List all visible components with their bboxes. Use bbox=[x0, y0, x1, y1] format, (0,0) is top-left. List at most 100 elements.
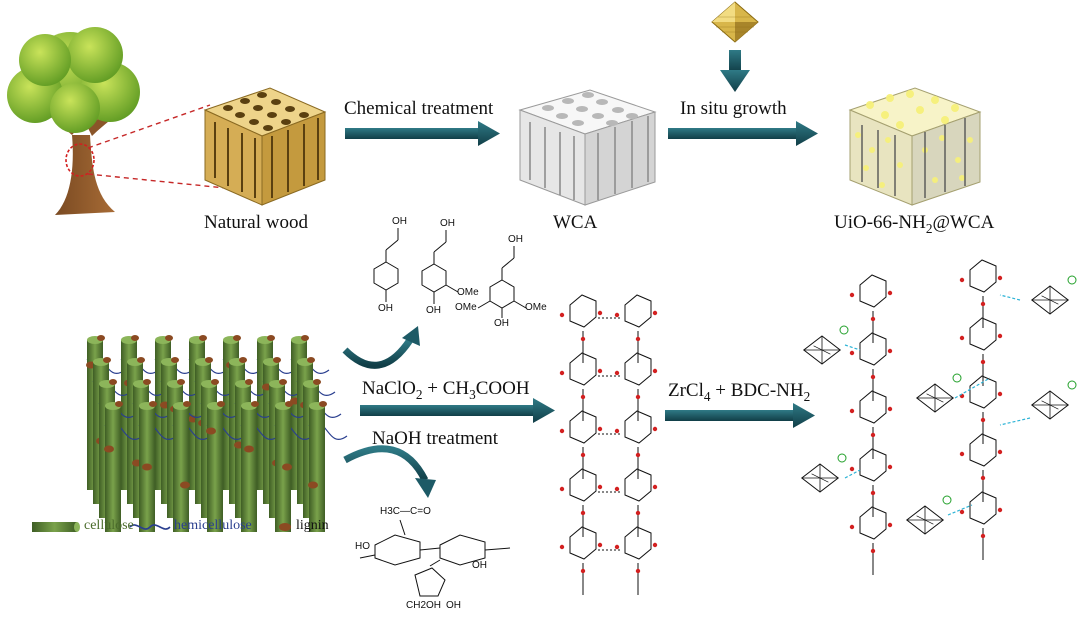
hydroxyl-o bbox=[559, 370, 565, 376]
label-natural-wood: Natural wood bbox=[204, 212, 308, 233]
lignin-particle bbox=[279, 379, 287, 385]
hydroxyl-o bbox=[887, 522, 893, 528]
ether-o bbox=[980, 475, 986, 481]
glucose-ring bbox=[569, 526, 597, 560]
lignin-particle bbox=[211, 379, 219, 385]
cellulose-rod bbox=[173, 406, 189, 532]
lignin-particle bbox=[206, 427, 216, 435]
hydroxyl-o bbox=[997, 507, 1003, 513]
hydroxyl-o bbox=[849, 350, 855, 356]
cluster-edge bbox=[926, 393, 944, 403]
natural-wood-block bbox=[203, 87, 327, 206]
lignin-particle bbox=[104, 445, 114, 453]
glucose-ring bbox=[859, 506, 887, 540]
lignin-particle bbox=[109, 379, 117, 385]
ether-o bbox=[870, 548, 876, 554]
hydroxyl-o bbox=[559, 486, 565, 492]
lignin-particle bbox=[217, 401, 225, 407]
hydroxyl-o bbox=[849, 292, 855, 298]
lignin-particle bbox=[233, 335, 241, 341]
label-wca: WCA bbox=[553, 212, 598, 233]
amine-charge bbox=[952, 373, 962, 383]
lignin-particle bbox=[251, 401, 259, 407]
chem-ome-2: OMe bbox=[455, 302, 477, 313]
hydroxyl-o bbox=[597, 484, 603, 490]
hydroxyl-o bbox=[614, 370, 620, 376]
chem-oh-4: OH bbox=[378, 303, 393, 314]
lignin-particle bbox=[282, 463, 292, 471]
lignocellulose-bundle bbox=[86, 335, 348, 532]
glucose-ring bbox=[859, 390, 887, 424]
ether-o bbox=[635, 336, 641, 342]
glucose-ring bbox=[859, 274, 887, 308]
chem-ho: HO bbox=[355, 541, 370, 552]
ether-o bbox=[580, 452, 586, 458]
hydroxyl-o bbox=[652, 542, 658, 548]
cellulose-rod bbox=[207, 406, 223, 532]
hydroxyl-o bbox=[652, 426, 658, 432]
chem-oh-7: OH bbox=[472, 560, 487, 571]
arrow-in-situ-growth bbox=[668, 121, 818, 146]
chem-oh-2: OH bbox=[440, 218, 455, 229]
ether-o bbox=[980, 417, 986, 423]
glucose-ring bbox=[569, 294, 597, 328]
lignin-particle bbox=[244, 445, 254, 453]
hydroxyl-o bbox=[997, 333, 1003, 339]
ether-o bbox=[870, 374, 876, 380]
lignin-particle bbox=[171, 357, 179, 363]
lignin-particle bbox=[142, 463, 152, 471]
arrow-chemical-treatment bbox=[345, 121, 500, 146]
label-uio-wca: UiO-66-NH2@WCA bbox=[834, 212, 995, 236]
lignin-particle bbox=[301, 335, 309, 341]
label-in-situ-growth: In situ growth bbox=[680, 98, 787, 119]
uio-wca-block bbox=[848, 87, 982, 206]
chem-oh-3: OH bbox=[508, 234, 523, 245]
tree-illustration bbox=[7, 27, 140, 215]
chem-ome-1: OMe bbox=[457, 287, 479, 298]
cluster-edge bbox=[813, 345, 831, 355]
hydroxyl-o bbox=[614, 544, 620, 550]
lignin-particle bbox=[273, 357, 281, 363]
chem-oh-6: OH bbox=[494, 318, 509, 329]
hydroxyl-o bbox=[614, 486, 620, 492]
chem-acetyl: H3C—C=O bbox=[380, 506, 431, 517]
hydrogen-bond bbox=[999, 294, 1021, 301]
hydroxyl-o bbox=[849, 524, 855, 530]
hydrogen-bond bbox=[947, 504, 973, 516]
lignin-particle bbox=[307, 357, 315, 363]
ether-o bbox=[580, 510, 586, 516]
hydroxyl-o bbox=[652, 310, 658, 316]
glucose-ring bbox=[859, 448, 887, 482]
lignin-particle bbox=[97, 335, 105, 341]
glucose-ring bbox=[624, 352, 652, 386]
glucose-ring bbox=[569, 410, 597, 444]
amine-charge bbox=[839, 325, 849, 335]
lignin-particle bbox=[183, 401, 191, 407]
cluster-edge bbox=[1041, 295, 1059, 305]
hydroxyl-o bbox=[887, 464, 893, 470]
cellulose-rod bbox=[309, 406, 325, 532]
glucose-ring bbox=[624, 526, 652, 560]
hydroxyl-o bbox=[849, 408, 855, 414]
chem-oh-8: OH bbox=[446, 600, 461, 611]
curved-arrow-hemicellulose-removal bbox=[343, 445, 436, 498]
lignin-particle bbox=[319, 401, 327, 407]
glucose-ring bbox=[969, 259, 997, 293]
hydroxyl-o bbox=[597, 310, 603, 316]
lignin-particle bbox=[115, 401, 123, 407]
legend-cellulose: cellulose bbox=[84, 518, 134, 533]
ether-o bbox=[635, 452, 641, 458]
hydrogen-bond bbox=[844, 344, 861, 351]
hydroxyl-o bbox=[652, 484, 658, 490]
legend-hemicellulose: hemicellulose bbox=[174, 518, 252, 533]
hydroxyl-o bbox=[887, 406, 893, 412]
ether-o bbox=[870, 490, 876, 496]
amine-charge bbox=[837, 453, 847, 463]
label-naclo2-acetic: NaClO2 + CH3COOH bbox=[362, 378, 530, 402]
glucose-ring bbox=[624, 294, 652, 328]
amine-charge bbox=[1067, 380, 1077, 390]
lignin-particle bbox=[137, 357, 145, 363]
lignin-particle bbox=[239, 357, 247, 363]
